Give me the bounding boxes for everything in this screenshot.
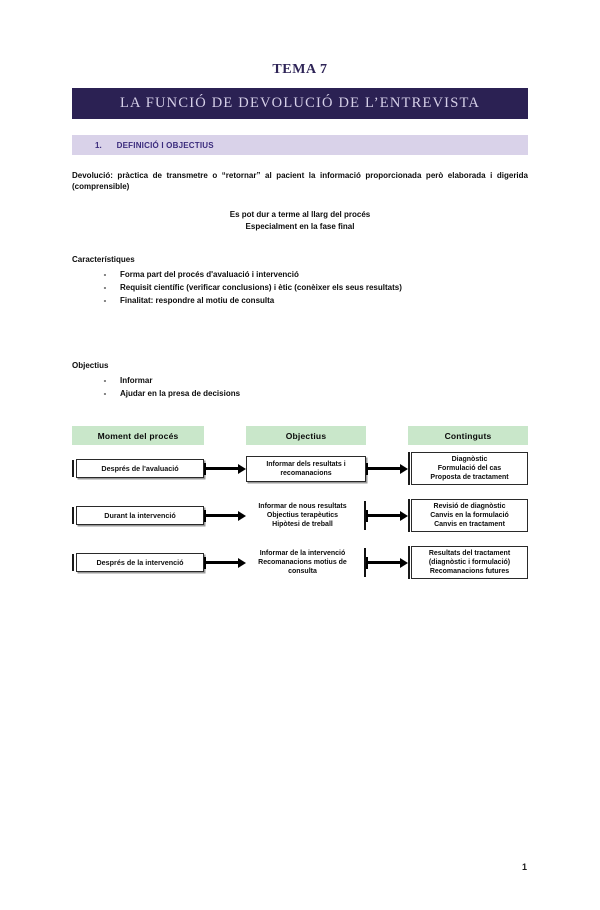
page-number: 1 [521,862,527,872]
objectives-list: - Informar - Ajudar en la presa de decis… [72,374,528,400]
diagram-header-objectius: Objectius [246,426,366,445]
moment-cell: Després de l'avaluació [72,459,204,478]
arrow-right-icon [204,462,246,475]
diagram-rows: Després de l'avaluació Informar dels res… [72,452,528,579]
arrow-right-icon [366,509,408,522]
left-tick-line [408,452,410,485]
objectives-heading: Objectius [72,361,109,370]
list-item: - Requisit científic (verificar conclusi… [72,281,528,294]
diagram-header-row: Moment del procés Objectius Continguts [72,426,528,445]
bullet-dash: - [103,389,107,398]
list-item-text: Finalitat: respondre al motiu de consult… [120,296,275,305]
section-number: 1. [95,140,102,150]
process-diagram: Moment del procés Objectius Continguts D… [72,426,528,579]
diagram-row: Després de la intervenció Informar de la… [72,546,528,579]
bullet-dash: - [103,376,107,385]
diagram-row: Després de l'avaluació Informar dels res… [72,452,528,485]
list-item: - Ajudar en la presa de decisions [72,387,528,400]
continguts-cell: Resultats del tractament (diagnòstic i f… [408,546,528,579]
left-tick-line [408,499,410,532]
section-heading: 1. DEFINICIÓ I OBJECTIUS [72,135,528,155]
bullet-dash: - [103,296,107,305]
chapter-banner: LA FUNCIÓ DE DEVOLUCIÓ DE L’ENTREVISTA [72,88,528,119]
diagram-header-continguts: Continguts [408,426,528,445]
section-label: DEFINICIÓ I OBJECTIUS [116,140,214,150]
diagram-header-moment: Moment del procés [72,426,204,445]
arrow-right-icon [204,509,246,522]
list-item-text: Informar [120,376,153,385]
objectius-cell: Informar dels resultats i recomanacions [246,455,366,482]
bullet-dash: - [103,283,107,292]
characteristics-heading: Característiques [72,255,135,264]
continguts-text: Revisió de diagnòstic Canvis en la formu… [430,503,509,528]
moment-box: Després de l'avaluació [76,459,204,478]
continguts-box: Revisió de diagnòstic Canvis en la formu… [411,499,528,532]
list-item: - Finalitat: respondre al motiu de consu… [72,294,528,307]
objectius-text: Informar de la intervenció Recomanacions… [246,548,366,577]
page-title: TEMA 7 [272,62,328,77]
arrow-right-icon [366,462,408,475]
objectius-text: Informar de nous resultats Objectius ter… [246,501,366,530]
bullet-dash: - [103,270,107,279]
arrow-right-icon [204,556,246,569]
chapter-banner-text: LA FUNCIÓ DE DEVOLUCIÓ DE L’ENTREVISTA [119,95,481,111]
continguts-cell: Revisió de diagnòstic Canvis en la formu… [408,499,528,532]
moment-box: Després de la intervenció [76,553,204,572]
process-note-line: Especialment en la fase final [245,222,355,231]
continguts-text: Resultats del tractament (diagnòstic i f… [428,550,511,575]
diagram-row: Durant la intervenció Informar de nous r… [72,499,528,532]
continguts-box: Diagnòstic Formulació del cas Proposta d… [411,452,528,485]
objectius-cell: Informar de la intervenció Recomanacions… [246,548,366,577]
document-page: TEMA 7 LA FUNCIÓ DE DEVOLUCIÓ DE L’ENTRE… [72,62,528,579]
moment-box: Durant la intervenció [76,506,204,525]
moment-cell: Després de la intervenció [72,553,204,572]
left-tick-line [72,554,74,571]
continguts-cell: Diagnòstic Formulació del cas Proposta d… [408,452,528,485]
moment-cell: Durant la intervenció [72,506,204,525]
objectius-box: Informar dels resultats i recomanacions [246,455,366,482]
definition-paragraph: Devolució: pràctica de transmetre o “ret… [72,171,528,191]
continguts-text: Diagnòstic Formulació del cas Proposta d… [430,456,509,481]
list-item-text: Forma part del procés d'avaluació i inte… [120,270,299,279]
process-note-line: Es pot dur a terme al llarg del procés [229,210,371,219]
objectives-block: Objectius - Informar - Ajudar en la pres… [72,361,528,400]
arrow-right-icon [366,556,408,569]
process-notes: Es pot dur a terme al llarg del procés E… [72,209,528,233]
characteristics-list: - Forma part del procés d'avaluació i in… [72,268,528,307]
objectius-cell: Informar de nous resultats Objectius ter… [246,501,366,530]
left-tick-line [72,460,74,477]
continguts-box: Resultats del tractament (diagnòstic i f… [411,546,528,579]
characteristics-block: Característiques - Forma part del procés… [72,255,528,307]
left-tick-line [72,507,74,524]
list-item: - Informar [72,374,528,387]
list-item: - Forma part del procés d'avaluació i in… [72,268,528,281]
left-tick-line [408,546,410,579]
list-item-text: Ajudar en la presa de decisions [120,389,241,398]
list-item-text: Requisit científic (verificar conclusion… [120,283,402,292]
